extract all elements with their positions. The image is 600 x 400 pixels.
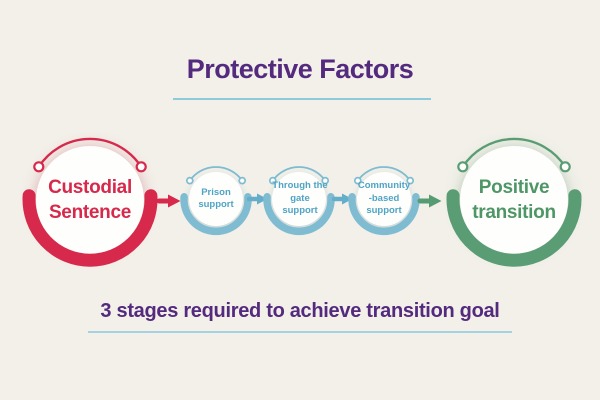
community-based-support-label: Community -based support — [357, 180, 411, 217]
ring-endpoint-icon — [559, 161, 571, 173]
ring-endpoint-icon — [135, 161, 147, 173]
ring-endpoint-icon — [457, 161, 469, 173]
title-underline — [173, 98, 431, 100]
arrow-right-icon — [417, 194, 442, 208]
caption: 3 stages required to achieve transition … — [100, 300, 500, 322]
arrow-right-icon — [156, 194, 181, 208]
caption-underline — [88, 331, 512, 333]
positive-transition-label: Positive transition — [472, 176, 556, 223]
ring-endpoint-icon — [33, 161, 45, 173]
custodial-sentence-label: Custodial Sentence — [48, 176, 132, 223]
through-the-gate-support-label: Through the gate support — [272, 180, 328, 217]
prison-support-label: Prison support — [198, 186, 234, 210]
page-title: Protective Factors — [186, 54, 414, 84]
